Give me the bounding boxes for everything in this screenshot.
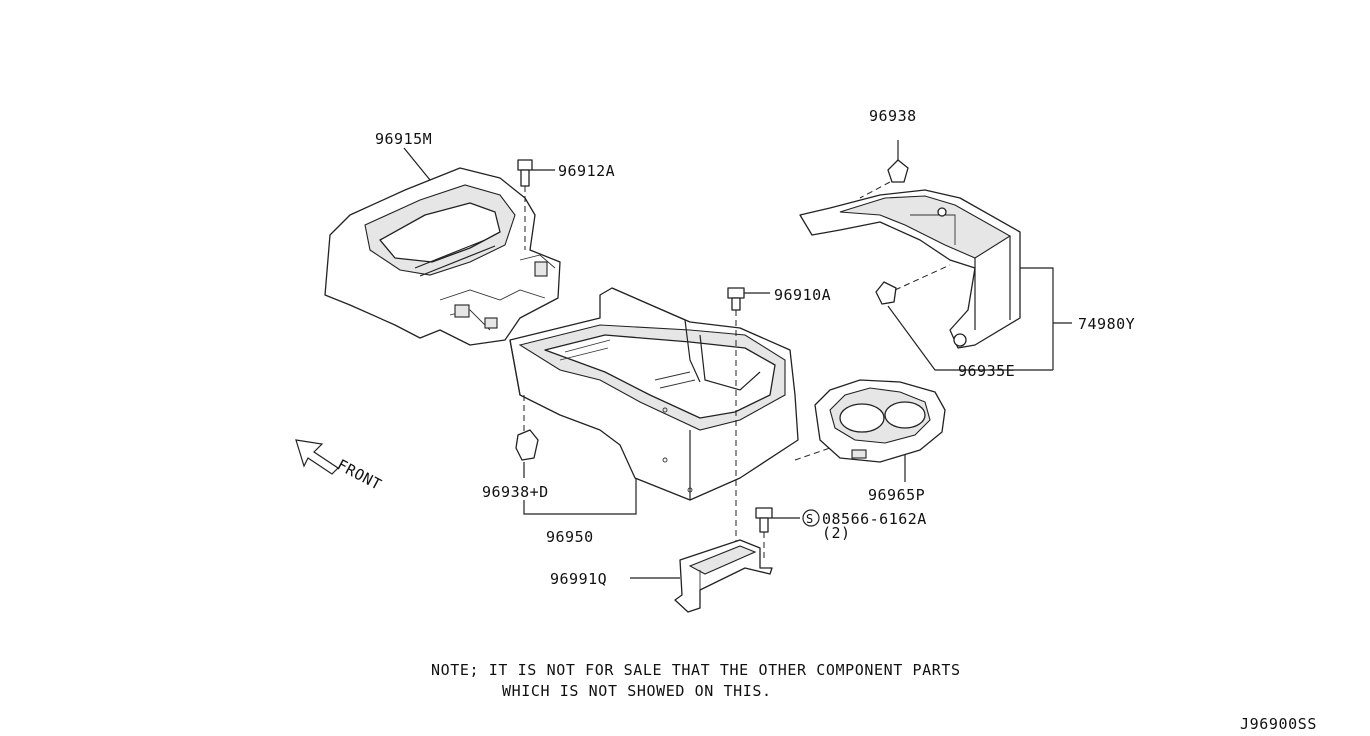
- bolt-08566[interactable]: [755, 507, 820, 560]
- clip-96938[interactable]: [859, 140, 909, 199]
- label-96965P: 96965P: [868, 486, 925, 504]
- label-96950: 96950: [546, 528, 594, 546]
- label-08566: 08566-6162A: [822, 510, 927, 528]
- leader-74980Y: [1020, 267, 1072, 370]
- label-96935E: 96935E: [958, 362, 1015, 380]
- note-line-2: WHICH IS NOT SHOWED ON THIS.: [502, 682, 772, 700]
- clip-96935E[interactable]: [875, 264, 1053, 371]
- label-96938: 96938: [869, 107, 917, 125]
- leader-96915M: [403, 147, 431, 181]
- front-label: FRONT: [334, 456, 385, 494]
- label-74980Y: 74980Y: [1078, 315, 1135, 333]
- console-box-part[interactable]: [509, 287, 799, 501]
- rear-bracket-74980Y[interactable]: [799, 189, 1021, 349]
- note-line-1: NOTE; IT IS NOT FOR SALE THAT THE OTHER …: [431, 661, 961, 679]
- leader-96950: [523, 478, 637, 515]
- bolt-96910A[interactable]: [727, 287, 770, 545]
- front-arrow-icon: [295, 439, 339, 475]
- s-symbol-icon: [802, 509, 820, 527]
- label-96991Q: 96991Q: [550, 570, 607, 588]
- label-96912A: 96912A: [558, 162, 615, 180]
- label-96938D: 96938+D: [482, 483, 549, 501]
- diagram-code: J96900SS: [1240, 715, 1317, 733]
- label-96910A: 96910A: [774, 286, 831, 304]
- s-symbol-text: S: [806, 512, 814, 526]
- screw-96912A[interactable]: [517, 159, 555, 250]
- label-qty-2: (2): [822, 524, 851, 542]
- clip-96938D[interactable]: [515, 395, 539, 478]
- cup-holder-96965P[interactable]: [794, 379, 946, 482]
- armrest-lid-part[interactable]: [324, 167, 561, 346]
- bracket-96991Q[interactable]: [630, 539, 773, 613]
- label-96915M: 96915M: [375, 130, 432, 148]
